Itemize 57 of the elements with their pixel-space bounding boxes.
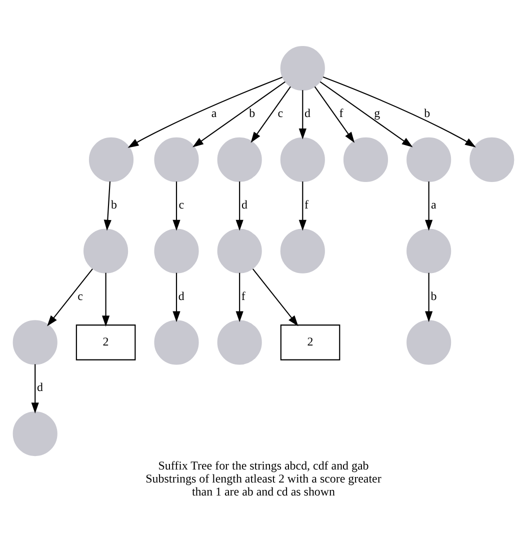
arrow xyxy=(424,182,432,231)
edge-label: f xyxy=(240,288,245,303)
arrow xyxy=(103,181,111,231)
node-circle xyxy=(154,228,198,274)
arrow xyxy=(298,182,306,231)
arrow xyxy=(172,272,180,322)
node-circle xyxy=(280,228,324,274)
node-circle xyxy=(12,320,57,365)
arrow xyxy=(298,90,306,140)
node-circle xyxy=(280,137,324,182)
node-circle xyxy=(88,137,134,182)
edge-label: c xyxy=(277,106,283,120)
node-circle xyxy=(12,412,57,456)
arrow xyxy=(322,76,476,148)
node-circle xyxy=(154,320,198,365)
edge-label: f xyxy=(338,106,343,120)
node-circle xyxy=(469,137,514,182)
node-circle xyxy=(406,228,451,274)
arrow xyxy=(250,86,290,143)
node-circle xyxy=(216,228,262,274)
edge-label: d xyxy=(304,106,310,120)
node-circle xyxy=(154,137,198,182)
caption: Suffix Tree for the strings abcd, cdf and gab Substrings of length atleast 2 with a score greater than 1 are ab and cd as shown xyxy=(145,458,381,499)
edge-label: g xyxy=(374,106,380,120)
edge-label: b xyxy=(248,106,255,120)
node-circle xyxy=(342,137,388,182)
node-circle xyxy=(406,320,451,365)
node-box: 2 xyxy=(75,324,136,360)
edge-label: c xyxy=(178,197,184,212)
edge-label: d xyxy=(36,380,42,394)
edge-label: b xyxy=(424,106,430,120)
arrow xyxy=(30,364,38,414)
edge-label: a xyxy=(210,106,216,120)
arrow xyxy=(172,182,180,231)
edge-label: c xyxy=(77,288,82,303)
arrow xyxy=(314,86,354,143)
arrow xyxy=(127,76,282,148)
arrow xyxy=(101,272,110,327)
arrow xyxy=(235,272,243,322)
edge-label: f xyxy=(304,197,308,212)
arrow xyxy=(192,81,285,148)
node-circle xyxy=(216,320,262,365)
edge-label: d xyxy=(178,288,184,303)
node-box: 2 xyxy=(280,324,340,360)
edge-label: b xyxy=(430,288,436,303)
node-circle xyxy=(216,137,262,182)
edge-label: a xyxy=(430,197,436,212)
edge-label: d xyxy=(240,197,247,212)
node-circle xyxy=(280,46,324,91)
arrow xyxy=(46,268,92,326)
arrow xyxy=(252,268,298,326)
node-circle xyxy=(406,137,451,182)
node-circle xyxy=(83,228,128,274)
arrow xyxy=(319,81,412,148)
edge-label: b xyxy=(110,197,116,212)
arrow xyxy=(235,182,243,231)
arrow xyxy=(424,272,432,322)
